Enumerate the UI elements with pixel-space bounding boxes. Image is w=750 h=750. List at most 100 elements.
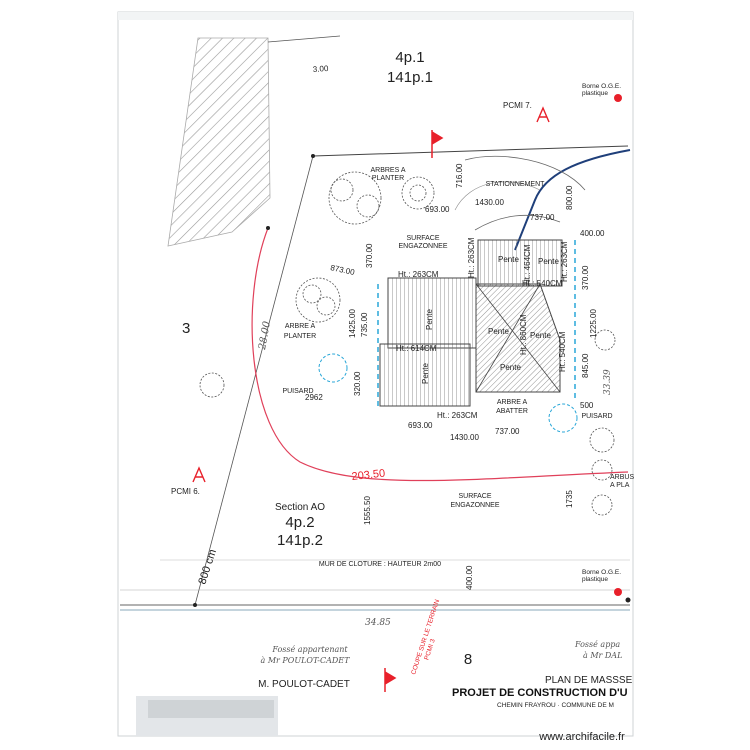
surface-bottom-line2: ENGAZONNEE <box>450 502 499 509</box>
arbus-line2: A PLA <box>610 482 630 489</box>
dim-ht464: Ht.: 464CM <box>523 244 532 285</box>
parcel-top-sub: 141p.1 <box>387 69 433 86</box>
parcel-limit-curve <box>251 227 629 482</box>
dim-716: 716.00 <box>455 163 464 188</box>
pente-4: Pente <box>530 331 551 340</box>
borne-top-marker <box>614 94 622 102</box>
parking-curve-2 <box>474 214 561 231</box>
dim-ht614: Ht.: 614CM <box>396 344 437 353</box>
title-line3: CHEMIN FRAYROU · COMMUNE DE M <box>497 702 614 709</box>
arbre-left-line2: PLANTER <box>284 333 316 340</box>
arbres-planter-line1: ARBRES A <box>370 167 405 174</box>
arbre-abattre-line1: ARBRE A <box>497 399 528 406</box>
pente-5: Pente <box>500 363 521 372</box>
house-roof-d <box>477 239 563 287</box>
parcel-left-id: 3 <box>182 320 190 337</box>
dim-845: 845.00 <box>581 353 590 378</box>
arbus-line1: ARBUS <box>610 474 634 481</box>
parcel-left-boundary <box>194 155 314 606</box>
dim-693-top: 693.00 <box>425 205 450 214</box>
house-roof-b <box>379 343 471 407</box>
dim-ht263-bottom: Ht.: 263CM <box>437 411 478 420</box>
survey-point-2 <box>266 226 270 230</box>
parking-curve-1 <box>464 155 586 191</box>
puisard-right-label: PUISARD <box>581 413 612 420</box>
dim-ht263-b: Ht.: 263CM <box>560 241 569 282</box>
dim-1225: 1225.00 <box>589 309 598 338</box>
survey-point-4 <box>625 597 631 603</box>
parcel-bottom-sub: 141p.2 <box>277 532 323 549</box>
dim-370-right: 370.00 <box>581 265 590 290</box>
dim-800: 800.00 <box>565 185 574 210</box>
fosse-right-line2: à Mr DAL <box>583 651 622 660</box>
borne-bottom-sub: plastique <box>582 576 608 583</box>
dim-ht860: Ht.: 860CM <box>519 314 528 355</box>
title-line1: PLAN DE MASSSE <box>545 675 633 686</box>
dim-737-top: 737.00 <box>530 213 555 222</box>
borne-bottom-marker <box>614 588 622 596</box>
redaction-bar <box>148 700 274 718</box>
house-roof-a <box>387 277 477 349</box>
dim-400-top: 400.00 <box>580 229 605 238</box>
dim-34-85: 34.85 <box>365 618 391 628</box>
pcmi7-label: PCMI 7. <box>503 101 532 110</box>
dim-ht263-a: Ht.: 263CM <box>467 237 476 278</box>
dim-737-bottom: 737.00 <box>495 427 520 436</box>
dim-370-left: 370.00 <box>365 243 374 268</box>
dim-735: 735.00 <box>360 312 369 337</box>
title-line2: PROJET DE CONSTRUCTION D'U <box>452 687 628 699</box>
dim-ht540b: Ht.: 540CM <box>558 331 567 372</box>
dim-ht540: Ht.: 540CM <box>522 279 563 288</box>
pente-3: Pente <box>488 327 509 336</box>
dim-2962: 2962 <box>305 393 323 402</box>
dim-28-00: 28.00 <box>257 320 273 352</box>
surface-top-line2: ENGAZONNEE <box>398 243 447 250</box>
dim-693-bottom: 693.00 <box>408 421 433 430</box>
dim-1735: 1735 <box>565 490 574 508</box>
parcel-top-id: 4p.1 <box>395 49 424 66</box>
dim-1425: 1425.00 <box>348 309 357 338</box>
watermark[interactable]: www.archifacile.fr <box>538 731 625 743</box>
dim-33-39: 33.39 <box>603 369 613 395</box>
arbre-abattre-line2: ABATTER <box>496 408 528 415</box>
pcmi7-marker-icon <box>536 106 550 123</box>
parcel-bottom-id: 4p.2 <box>285 514 314 531</box>
dim-203-50: 203.50 <box>351 468 386 483</box>
borne-top-sub: plastique <box>582 90 608 97</box>
borne-bottom-label: Borne O.G.E. <box>582 569 621 576</box>
parking-curve-3 <box>454 181 541 211</box>
puisard-left-circle <box>318 353 348 383</box>
puisard-right-circle <box>548 403 578 433</box>
dim-320: 320.00 <box>353 371 362 396</box>
parcel-lower-id: 8 <box>464 651 472 668</box>
surface-bottom-line1: SURFACE <box>458 493 491 500</box>
pente-6: Pente <box>498 255 519 264</box>
fosse-left-line1: Fossé appartenant <box>271 645 348 654</box>
dim-1430-top: 1430.00 <box>475 198 504 207</box>
dim-1555: 1555.50 <box>363 496 372 525</box>
arbres-planter-line2: PLANTER <box>372 175 404 182</box>
borne-top-label: Borne O.G.E. <box>582 83 621 90</box>
arbre-left-line1: ARBRE A <box>285 323 316 330</box>
pcmi6-marker-icon <box>192 466 206 483</box>
owner-label: M. POULOT-CADET <box>258 679 350 690</box>
hatched-building <box>167 37 271 247</box>
section-arrow-top <box>431 130 444 158</box>
roof-ridge-1 <box>475 283 561 393</box>
survey-point-3 <box>193 603 197 607</box>
puisard-left-label: PUISARD <box>282 388 313 395</box>
stationnement-label: STATIONNEMENT <box>486 181 546 188</box>
roof-ridge-2 <box>475 283 541 393</box>
pente-2: Pente <box>421 363 430 384</box>
section-arrow-bottom <box>384 668 397 692</box>
dim-1430-bottom: 1430.00 <box>450 433 479 442</box>
page-top-band <box>118 12 633 20</box>
survey-point-1 <box>311 154 315 158</box>
parcel-top-boundary <box>312 145 629 157</box>
dim-400-bottom: 400.00 <box>465 565 474 590</box>
dim-ht263-top: Ht.: 263CM <box>398 270 439 279</box>
top-dim-line <box>267 35 341 43</box>
fosse-right-line1: Fossé appa <box>574 640 620 649</box>
tree-cluster-top <box>199 171 616 516</box>
